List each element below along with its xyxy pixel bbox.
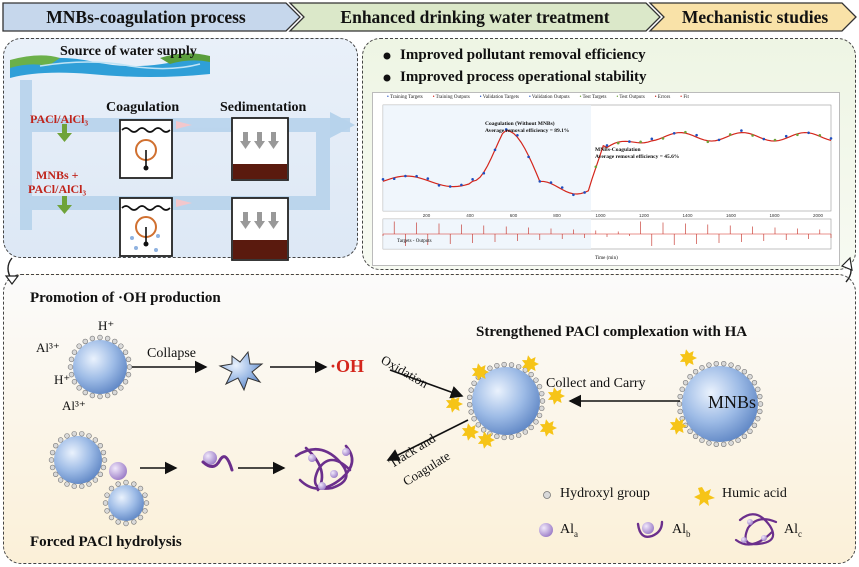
error-legend: Targets - Outputs	[397, 239, 432, 244]
bubble-collapse-icon	[218, 350, 264, 392]
chart-legend-item: • Validation Targets	[479, 95, 519, 100]
coagulant-bottom-label-2: PACl/AlCl₃	[28, 182, 87, 196]
step1-label: MNBs-coagulation process	[46, 6, 246, 27]
humic-legend-label: Humic acid	[722, 486, 787, 501]
water-source-icon	[10, 57, 210, 78]
chart-legend: • Training Targets • Training Outputs • Va…	[387, 95, 837, 103]
x-tick-label: 1600	[726, 213, 737, 218]
coagulant-bottom-label-1: MNBs +	[36, 168, 79, 182]
sedimentation-tank-bottom	[231, 197, 289, 261]
nanobubble-hydrolysis	[48, 431, 108, 489]
chart-legend-item: • Validation Outputs	[528, 95, 570, 100]
track-arrow	[386, 419, 469, 461]
humic-acid-icon	[477, 431, 495, 449]
coagulant-top-label: PACl/AlCl₃	[30, 112, 89, 126]
humic-legend-icon	[694, 487, 715, 506]
sedimentation-label: Sedimentation	[220, 100, 307, 115]
al-a-molecule	[109, 462, 127, 480]
nanobubble-mnbs	[676, 360, 764, 448]
x-tick-label: 1200	[639, 213, 650, 218]
al3-top-label: Al³⁺	[36, 340, 60, 355]
humic-acid-icon	[539, 419, 557, 437]
hydrolysis-title: Forced PACl hydrolysis	[30, 534, 182, 550]
mnbs-label: MNBs	[708, 392, 757, 412]
annotation-coag-1: Coagulation (Without MNBs)	[485, 121, 555, 127]
coagulation-tank-top	[119, 119, 173, 179]
annotation-mnbs-1: MNBs-Coagulation	[595, 147, 641, 153]
oxidation-arrow	[389, 369, 464, 399]
x-tick-label: 400	[466, 213, 474, 218]
humic-acid-icon	[669, 417, 687, 435]
x-tick-label: 200	[423, 213, 431, 218]
x-tick-label: 2000	[813, 213, 824, 218]
al-b-molecule	[201, 451, 234, 472]
oh-title: Promotion of ·OH production	[30, 290, 221, 306]
humic-acid-icon	[445, 395, 463, 413]
x-axis-label: Time (min)	[595, 256, 618, 261]
sedimentation-tank-top	[231, 117, 289, 181]
al-a-legend-icon	[539, 523, 553, 537]
humic-acid-icon	[547, 387, 565, 405]
humic-acid-icon	[521, 355, 539, 373]
al-b-legend-icon	[636, 520, 664, 538]
x-tick-label: 600	[510, 213, 518, 218]
h-left-label: H⁺	[54, 372, 71, 387]
complex-title: Strengthened PACl complexation with HA	[476, 324, 748, 340]
al-c-legend-icon	[734, 513, 778, 546]
x-tick-label: 1800	[769, 213, 780, 218]
coagulation-label: Coagulation	[106, 100, 180, 115]
humic-acid-icon	[679, 349, 697, 367]
x-tick-label: 1000	[595, 213, 606, 218]
step2-label: Enhanced drinking water treatment	[340, 6, 610, 27]
nanobubble-hydrolysis-small	[102, 479, 150, 527]
oh-radical-label: ·OH	[330, 356, 365, 376]
annotation-coag-2: Average removal efficiency = 89.1%	[485, 128, 570, 134]
chart-legend-item: • Test Targets	[579, 95, 607, 100]
x-tick-label: 1400	[682, 213, 693, 218]
bullet-removal: Improved pollutant removal efficiency	[400, 47, 646, 63]
chart-legend-item: • Training Targets	[387, 95, 423, 100]
chart-legend-item: • Errors	[654, 95, 671, 100]
al-c-legend-label: Alc	[784, 522, 802, 539]
nanobubble-oh	[67, 334, 133, 400]
al-b-legend-label: Alb	[672, 522, 691, 539]
chart-legend-item: • Fit	[680, 95, 689, 100]
h-top-label: H⁺	[98, 318, 115, 333]
collapse-label: Collapse	[147, 346, 196, 361]
chart-legend-item: • Test Outputs	[616, 95, 645, 100]
collect-carry-label: Collect and Carry	[546, 376, 646, 391]
hydroxyl-legend-icon	[543, 491, 551, 499]
header-chevrons	[2, 2, 857, 32]
humic-acid-icon	[471, 363, 489, 381]
regression-chart: • Training Targets • Training Outputs • Va…	[372, 92, 840, 266]
hydroxyl-legend-label: Hydroxyl group	[560, 486, 650, 501]
chart-plot: 200 400 600 800 1000 1200 1400 1600 1800 2000	[381, 104, 833, 250]
coagulation-tank-bottom	[119, 197, 173, 257]
humic-acid-icon	[461, 423, 479, 441]
al-a-legend-label: Ala	[560, 522, 578, 539]
chart-legend-item: • Training Outputs	[432, 95, 470, 100]
al3-bottom-label: Al³⁺	[62, 398, 86, 413]
source-label: Source of water supply	[60, 44, 197, 59]
annotation-mnbs-2: Average removal efficiency = 45.6%	[595, 154, 680, 160]
bullet-stability: Improved process operational stability	[400, 69, 647, 85]
step3-label: Mechanistic studies	[681, 6, 829, 27]
bullet-dots	[383, 52, 391, 82]
x-tick-label: 800	[553, 213, 561, 218]
